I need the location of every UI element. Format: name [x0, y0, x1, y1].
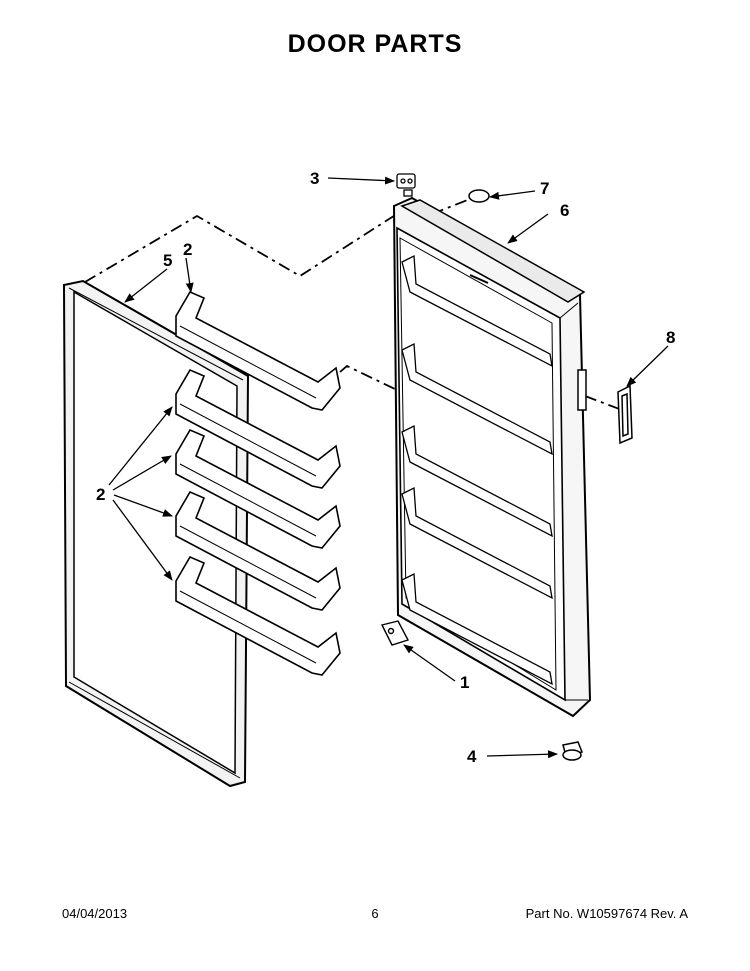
callout-4: 4: [467, 747, 477, 766]
door-hinge-bracket: [380, 620, 410, 646]
footer-page-number: 6: [371, 906, 379, 921]
door-plug: [468, 189, 490, 203]
door-assembly: [392, 196, 592, 718]
leader-2-top: [185, 257, 194, 293]
door-bin-rim: [179, 325, 317, 399]
leader-1: [403, 644, 456, 682]
page-title: DOOR PARTS: [287, 30, 463, 58]
callout-6: 6: [560, 201, 569, 220]
door-shelf-rail: [401, 424, 553, 538]
callout-7: 7: [540, 179, 549, 198]
leader-5: [124, 268, 168, 303]
callout-2-left: 2: [96, 485, 105, 504]
door-handle: [577, 369, 633, 445]
callout-8: 8: [666, 328, 675, 347]
handle-dash: [584, 395, 623, 411]
leader-4: [486, 750, 558, 759]
door-bin: [175, 290, 341, 411]
door-bin: [175, 555, 341, 676]
leader-7: [489, 190, 536, 200]
door-bin: [175, 368, 341, 489]
door-shelf-rail: [401, 254, 553, 368]
footer-part-number: Part No. W10597674 Rev. A: [525, 906, 688, 921]
leader-2-b: [112, 455, 172, 491]
leader-3: [327, 176, 395, 185]
callout-5: 5: [163, 251, 172, 270]
gasket-top-dash: [84, 211, 401, 283]
door-bin-rim: [179, 525, 317, 599]
leader-2-c: [113, 494, 173, 517]
callout-3: 3: [310, 169, 319, 188]
door-bin-rim: [179, 590, 317, 664]
door-shelf-rail: [401, 486, 553, 600]
door-shelf-rail: [401, 572, 553, 686]
hinge-pin-cover: [396, 173, 416, 197]
door-top-cap: [400, 199, 586, 303]
leader-2-a: [108, 406, 173, 486]
door-bin-rim: [179, 463, 317, 537]
door-shelf-rail: [401, 342, 553, 456]
callout-1: 1: [460, 673, 469, 692]
leader-2-d: [112, 499, 173, 581]
leader-6: [507, 213, 549, 244]
callout-2-top: 2: [183, 240, 192, 259]
door-bin-rim: [179, 403, 317, 477]
leader-8: [626, 345, 669, 387]
door-bin: [175, 428, 341, 549]
footer-date: 04/04/2013: [62, 906, 128, 921]
door-bins: [175, 290, 341, 676]
door-bin: [175, 490, 341, 611]
leveling-leg: [562, 741, 584, 761]
